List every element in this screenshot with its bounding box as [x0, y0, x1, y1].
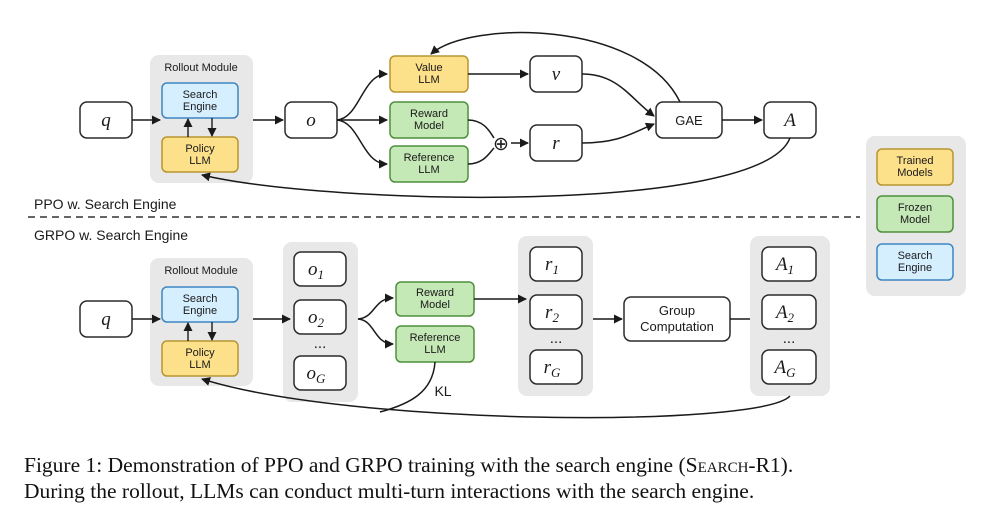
- ppo-policy-llm-box: [161, 136, 239, 173]
- figure-caption: Figure 1: Demonstration of PPO and GRPO …: [24, 452, 984, 504]
- ppo-rollout-title: Rollout Module: [164, 62, 237, 74]
- grpo-og-label: oG: [307, 363, 327, 386]
- caption-prefix: Figure 1: Demonstration of PPO and GRPO …: [24, 453, 686, 477]
- ppo-output-label: o: [306, 110, 316, 131]
- grpo-ag-box: [761, 349, 817, 385]
- grpo-ag-label: AG: [773, 357, 797, 380]
- ppo-r-label: r: [552, 133, 560, 154]
- grpo-advantages-to-policy-arrow: [201, 377, 791, 419]
- grpo-rg-label: rG: [544, 357, 561, 380]
- grpo-outputs-to-reward-arrow: [357, 293, 394, 320]
- ppo-v-label: v: [552, 64, 561, 85]
- ppo-r-to-gae-arrow: [581, 122, 655, 144]
- ppo-gae-label: GAE: [675, 113, 703, 128]
- grpo-rollout-title: Rollout Module: [164, 265, 237, 277]
- grpo-policy-llm-box: [161, 340, 239, 377]
- ppo-output-to-value-arrow: [336, 69, 388, 121]
- ppo-output-to-reference-arrow: [336, 119, 388, 169]
- ppo-a-label: A: [782, 110, 796, 131]
- grpo-section: GRPO w. Search Engine Rollout Module Sea…: [34, 227, 830, 419]
- grpo-o1-label: o1: [308, 259, 324, 282]
- grpo-reference-kl-line: [379, 361, 436, 413]
- grpo-advantages-ellipsis: ...: [783, 330, 796, 347]
- ppo-plus-icon: ⊕: [493, 134, 509, 155]
- caption-line1-end: ).: [780, 453, 794, 477]
- ppo-section-label: PPO w. Search Engine: [34, 196, 177, 212]
- ppo-query-label: q: [101, 110, 111, 131]
- grpo-query-label: q: [101, 309, 111, 330]
- grpo-section-label: GRPO w. Search Engine: [34, 227, 188, 243]
- ppo-v-to-gae-arrow: [581, 73, 655, 117]
- grpo-a1-box: [761, 246, 817, 282]
- grpo-r1-box: [529, 246, 583, 282]
- grpo-outputs-to-reference-arrow: [357, 318, 394, 349]
- legend-search-box: [876, 243, 954, 281]
- legend-trained-box: [876, 148, 954, 186]
- grpo-outputs-ellipsis: ...: [314, 335, 327, 352]
- legend-frozen-box: [876, 195, 954, 233]
- grpo-kl-label: KL: [434, 383, 451, 399]
- grpo-rewards-ellipsis: ...: [550, 330, 563, 347]
- caption-line2: During the rollout, LLMs can conduct mul…: [24, 479, 755, 503]
- grpo-og-box: [293, 355, 347, 391]
- grpo-a1-label: A1: [774, 254, 794, 277]
- ppo-reward-to-plus-line: [467, 119, 495, 139]
- grpo-search-engine-box: [161, 286, 239, 323]
- grpo-o1-box: [293, 251, 347, 287]
- grpo-a2-label: A2: [774, 302, 795, 325]
- grpo-o2-box: [293, 299, 347, 335]
- ppo-search-engine-box: [161, 82, 239, 119]
- grpo-a2-box: [761, 294, 817, 330]
- grpo-o2-label: o2: [308, 307, 325, 330]
- grpo-r1-label: r1: [545, 254, 559, 277]
- ppo-a-to-policy-arrow: [201, 137, 791, 199]
- grpo-r2-box: [529, 294, 583, 330]
- ppo-reference-to-plus-line: [467, 147, 495, 165]
- ppo-gae-to-value-arrow: [430, 31, 681, 103]
- grpo-rg-box: [529, 349, 583, 385]
- grpo-r2-label: r2: [545, 302, 559, 325]
- caption-method-name: Search-R1: [685, 453, 781, 477]
